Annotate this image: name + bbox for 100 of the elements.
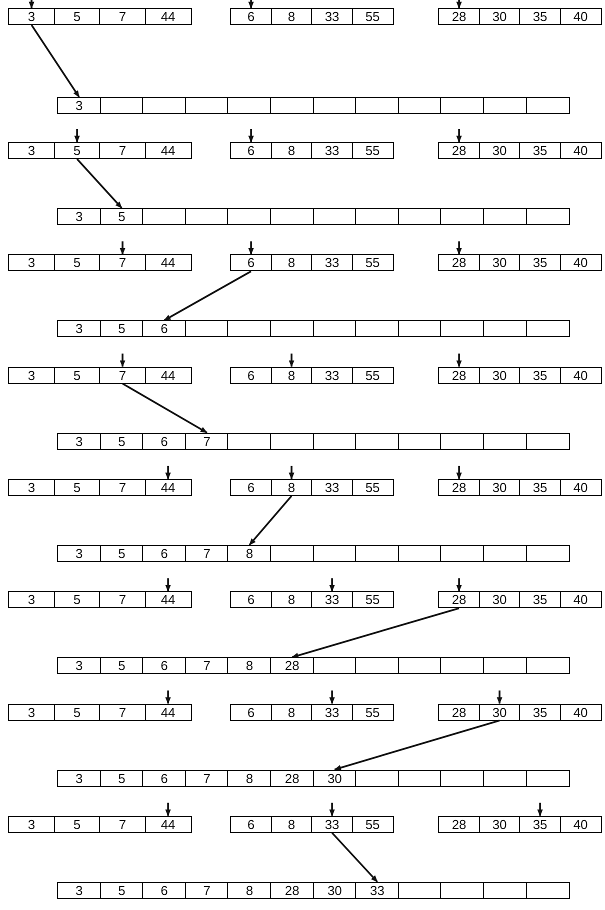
array-cell: 28 — [438, 478, 480, 496]
array-cell: 55 — [352, 366, 394, 384]
array-cell: 6 — [142, 432, 186, 450]
array-cell: 6 — [230, 8, 272, 25]
array-cell: 5 — [54, 478, 101, 496]
array-cell: 6 — [142, 544, 186, 562]
array-cell: 6 — [230, 591, 272, 608]
array-cell: 6 — [142, 657, 186, 674]
arrow — [30, 24, 80, 98]
array-cell: 55 — [352, 704, 394, 720]
array-cell: 30 — [312, 882, 357, 899]
array-cell: 44 — [144, 254, 192, 272]
array-cell: 30 — [312, 770, 357, 786]
array-cell: 8 — [227, 770, 272, 786]
array-cell: 7 — [99, 8, 146, 25]
array-cell: 3 — [57, 320, 102, 338]
array-cell: 30 — [478, 142, 521, 159]
pointer-arrow — [456, 129, 462, 143]
array-cell: 35 — [519, 816, 562, 833]
array-cell: 6 — [230, 816, 272, 833]
array-cell: 44 — [144, 8, 192, 25]
array-cell: 7 — [184, 882, 229, 899]
array-cell: 7 — [99, 254, 146, 272]
array-cell: 5 — [100, 544, 144, 562]
array-cell: 7 — [99, 478, 146, 496]
array-cell: 28 — [438, 254, 480, 272]
pointer-arrow — [248, 241, 254, 255]
array-cell: 55 — [352, 254, 394, 272]
arrow — [76, 158, 122, 209]
array-cell: 3 — [57, 770, 102, 786]
array-cell: 44 — [144, 816, 192, 833]
array-cell: 28 — [438, 816, 480, 833]
array-cell: 35 — [519, 591, 562, 608]
array-cell: 6 — [230, 366, 272, 384]
array-cell: 6 — [142, 320, 186, 338]
array-cell: 5 — [54, 704, 101, 720]
array-cell: 8 — [227, 882, 272, 899]
array-cell: 7 — [99, 591, 146, 608]
array-cell: 8 — [227, 544, 272, 562]
pointer-arrow — [537, 802, 543, 816]
array-cell: 7 — [99, 816, 146, 833]
array-cell: 35 — [519, 254, 562, 272]
pointer-arrow — [329, 578, 335, 592]
array-cell: 33 — [311, 142, 354, 159]
pointer-arrow — [456, 0, 462, 9]
array-cell: 8 — [270, 366, 313, 384]
array-cell: 40 — [560, 142, 602, 159]
array-cell: 5 — [54, 816, 101, 833]
array-cell: 3 — [8, 8, 56, 25]
array-cell: 5 — [100, 432, 144, 450]
pointer-arrow — [329, 802, 335, 816]
array-cell: 28 — [270, 882, 314, 899]
array-cell: 33 — [311, 591, 354, 608]
array-cell: 5 — [100, 208, 144, 225]
array-cell: 33 — [311, 704, 354, 720]
array-cell: 33 — [311, 366, 354, 384]
array-cell: 28 — [438, 8, 480, 25]
pointer-arrow — [74, 129, 80, 143]
array-cell: 40 — [560, 704, 602, 720]
array-cell: 40 — [560, 8, 602, 25]
array-cell: 35 — [519, 478, 562, 496]
array-cell: 40 — [560, 816, 602, 833]
array-cell: 5 — [100, 882, 144, 899]
pointer-arrow — [496, 690, 502, 704]
array-cell: 30 — [478, 366, 521, 384]
pointer-arrow — [248, 129, 254, 143]
array-cell: 3 — [57, 657, 102, 674]
array-cell: 6 — [230, 478, 272, 496]
array-cell: 33 — [311, 8, 354, 25]
array-cell: 55 — [352, 816, 394, 833]
array-cell: 35 — [519, 704, 562, 720]
array-cell: 7 — [184, 657, 229, 674]
array-cell: 28 — [438, 142, 480, 159]
array-cell: 28 — [270, 657, 314, 674]
array-cell: 40 — [560, 591, 602, 608]
array-cell: 5 — [54, 8, 101, 25]
array-cell: 8 — [270, 254, 313, 272]
array-cell: 55 — [352, 591, 394, 608]
array-cell: 6 — [230, 254, 272, 272]
arrow — [334, 720, 500, 770]
array-cell: 28 — [270, 770, 314, 786]
array-cell: 55 — [352, 8, 394, 25]
array-cell: 6 — [142, 770, 186, 786]
array-cell: 44 — [144, 142, 192, 159]
array-cell: 7 — [184, 544, 229, 562]
array-cell: 5 — [54, 591, 101, 608]
array-cell: 5 — [54, 254, 101, 272]
pointer-arrow — [120, 241, 126, 255]
array-cell: 30 — [478, 816, 521, 833]
pointer-arrow — [120, 354, 126, 368]
array-cell: 8 — [270, 142, 313, 159]
pointer-arrow — [456, 578, 462, 592]
array-cell: 44 — [144, 704, 192, 720]
array-cell: 8 — [270, 704, 313, 720]
array-cell: 3 — [57, 208, 102, 225]
array-cell: 7 — [184, 432, 229, 450]
array-cell: 8 — [270, 478, 313, 496]
pointer-arrow — [165, 466, 171, 480]
arrow — [331, 832, 378, 882]
array-cell: 40 — [560, 478, 602, 496]
